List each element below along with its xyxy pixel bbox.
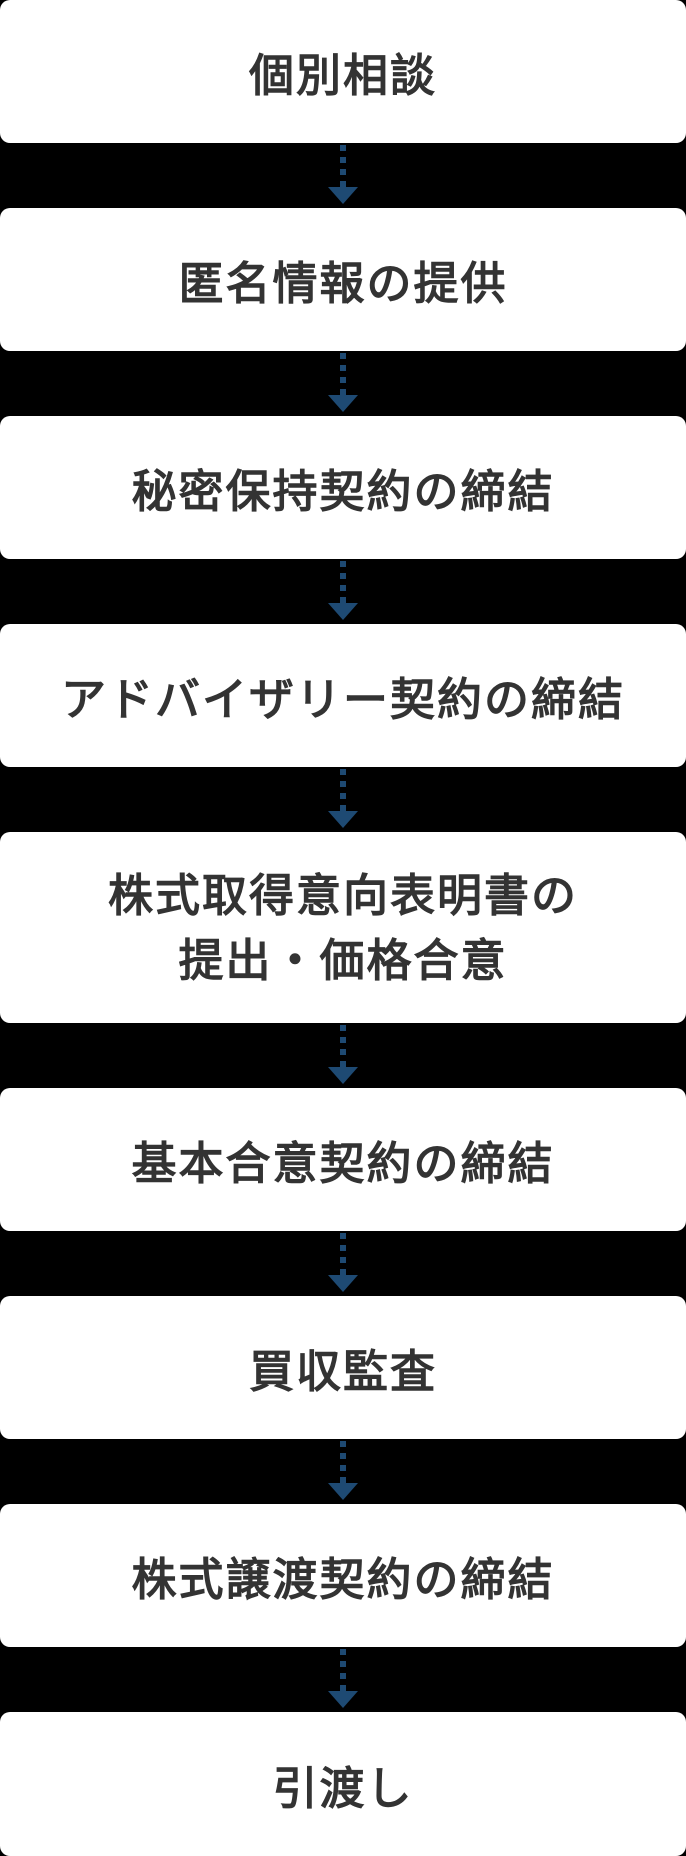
- flow-step-label: 基本合意契約の締結: [131, 1138, 555, 1189]
- flow-step-consultation: 個別相談: [0, 0, 686, 143]
- flow-arrow: [0, 1023, 686, 1088]
- flow-step-due-diligence: 買収監査: [0, 1296, 686, 1439]
- arrow-dashed-line: [340, 561, 346, 603]
- arrow-down-icon: [328, 1067, 358, 1084]
- flow-step-nda: 秘密保持契約の締結: [0, 416, 686, 559]
- arrow-dashed-line: [340, 1441, 346, 1483]
- arrow-dashed-line: [340, 145, 346, 187]
- arrow-dashed-line: [340, 1025, 346, 1067]
- flow-step-label: 秘密保持契約の締結: [131, 466, 555, 517]
- arrow-dashed-line: [340, 1649, 346, 1691]
- flow-arrow: [0, 559, 686, 624]
- flow-step-share-transfer-agreement: 株式譲渡契約の締結: [0, 1504, 686, 1647]
- arrow-dashed-line: [340, 769, 346, 811]
- flow-step-anonymous-info: 匿名情報の提供: [0, 208, 686, 351]
- flow-arrow: [0, 1231, 686, 1296]
- arrow-down-icon: [328, 395, 358, 412]
- flow-arrow: [0, 1439, 686, 1504]
- flow-step-label: 匿名情報の提供: [178, 258, 508, 309]
- flow-step-advisory-contract: アドバイザリー契約の締結: [0, 624, 686, 767]
- flow-step-label-line1: 株式取得意向表明書の: [107, 869, 578, 921]
- arrow-down-icon: [328, 1483, 358, 1500]
- flow-arrow: [0, 351, 686, 416]
- arrow-down-icon: [328, 811, 358, 828]
- flow-arrow: [0, 767, 686, 832]
- flow-step-label: アドバイザリー契約の締結: [60, 674, 625, 725]
- flow-step-handover: 引渡し: [0, 1712, 686, 1856]
- arrow-down-icon: [328, 1275, 358, 1292]
- flow-step-label: 株式取得意向表明書の 提出・価格合意: [108, 863, 578, 993]
- flow-arrow: [0, 143, 686, 208]
- flow-step-label: 買収監査: [248, 1346, 437, 1397]
- arrow-down-icon: [328, 1691, 358, 1708]
- arrow-down-icon: [328, 603, 358, 620]
- flow-step-basic-agreement: 基本合意契約の締結: [0, 1088, 686, 1231]
- arrow-dashed-line: [340, 353, 346, 395]
- flow-step-label-line2: 提出・価格合意: [178, 934, 508, 986]
- arrow-dashed-line: [340, 1233, 346, 1275]
- flow-step-label: 引渡し: [272, 1762, 414, 1814]
- arrow-down-icon: [328, 187, 358, 204]
- flow-step-loi-price-agreement: 株式取得意向表明書の 提出・価格合意: [0, 832, 686, 1023]
- flow-step-label: 個別相談: [248, 50, 437, 101]
- flow-step-label: 株式譲渡契約の締結: [131, 1554, 555, 1605]
- flow-arrow: [0, 1647, 686, 1712]
